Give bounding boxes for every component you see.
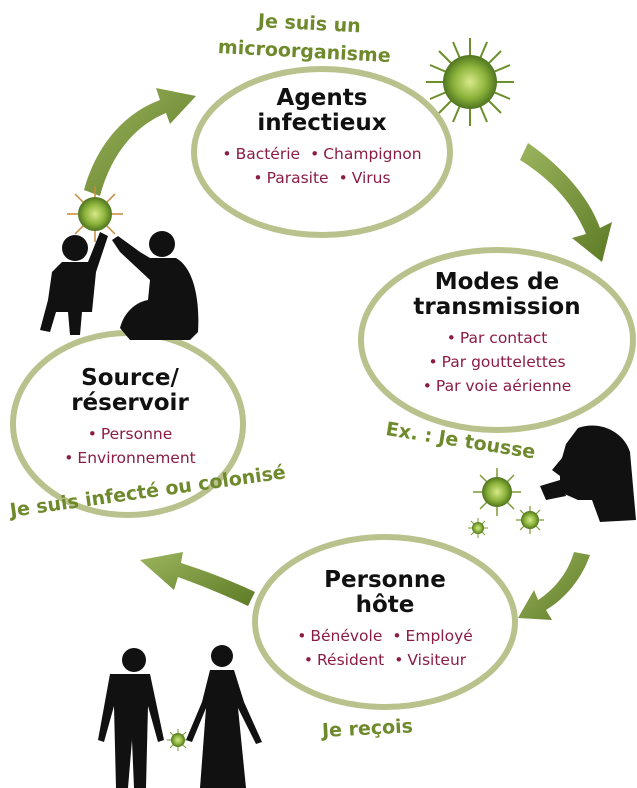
item-row: •Par contact (370, 326, 624, 350)
list-item: Par contact (459, 329, 548, 347)
bullet-icon: • (392, 627, 402, 645)
item-row: •Résident•Visiteur (262, 648, 508, 672)
silhouettes (40, 231, 636, 788)
item-row: •Parasite•Virus (200, 166, 444, 190)
list-item: Champignon (323, 145, 422, 163)
node-items: •Bénévole•Employé •Résident•Visiteur (262, 624, 508, 672)
title-line: infectieux (257, 110, 387, 136)
ellipse-agents (191, 66, 453, 238)
title-line: Personne (324, 567, 446, 593)
item-row: •Bénévole•Employé (262, 624, 508, 648)
bullet-icon: • (87, 425, 97, 443)
bullet-icon: • (428, 353, 438, 371)
list-item: Résident (316, 651, 385, 669)
title-line: Modes de (434, 269, 560, 295)
item-row: •Bactérie•Champignon (200, 142, 444, 166)
bullet-icon: • (310, 145, 320, 163)
bullet-icon: • (222, 145, 232, 163)
item-row: •Par gouttelettes (370, 350, 624, 374)
ellipse-host (252, 534, 518, 710)
node-agents-infectieux: Agents infectieux •Bactérie•Champignon •… (200, 86, 444, 190)
ellipse-modes (358, 247, 636, 433)
virus-icon (67, 186, 123, 242)
arrow-source-to-agents (84, 88, 196, 196)
bullet-icon: • (338, 169, 348, 187)
coughing-person-silhouette (540, 425, 636, 522)
bullet-icon: • (297, 627, 307, 645)
bullet-icon: • (303, 651, 313, 669)
item-row: •Personne (30, 422, 230, 446)
node-items: •Personne •Environnement (30, 422, 230, 470)
list-item: Bénévole (310, 627, 383, 645)
node-title: Agents infectieux (200, 86, 444, 136)
node-personne-hote: Personne hôte •Bénévole•Employé •Résiden… (262, 568, 508, 672)
virus-icon (426, 38, 514, 126)
node-title: Source/ réservoir (30, 366, 230, 416)
node-items: •Bactérie•Champignon •Parasite•Virus (200, 142, 444, 190)
node-source-reservoir: Source/ réservoir •Personne •Environneme… (30, 366, 230, 470)
node-title: Modes de transmission (370, 270, 624, 320)
bullet-icon: • (446, 329, 456, 347)
bullet-icon: • (422, 377, 432, 395)
node-ellipses (10, 66, 636, 710)
virus-particles (67, 38, 544, 751)
title-line: Source/ (81, 365, 179, 391)
bullet-icon: • (253, 169, 263, 187)
bullet-icon: • (394, 651, 404, 669)
item-row: •Par voie aérienne (370, 374, 624, 398)
arrow-host-to-source (140, 552, 255, 606)
title-line: transmission (413, 294, 581, 320)
node-modes-transmission: Modes de transmission •Par contact •Par … (370, 270, 624, 398)
arrow-modes-to-host (518, 552, 590, 620)
list-item: Personne (100, 425, 173, 443)
virus-icon (473, 468, 521, 516)
title-line: hôte (355, 592, 415, 618)
list-item: Virus (351, 169, 391, 187)
bullet-icon: • (64, 449, 74, 467)
couple-silhouette (98, 645, 262, 788)
child-adult-silhouette (40, 231, 199, 340)
title-line: Agents (276, 85, 368, 111)
list-item: Bactérie (235, 145, 301, 163)
cycle-arrows (84, 88, 612, 620)
node-items: •Par contact •Par gouttelettes •Par voie… (370, 326, 624, 398)
arrow-agents-to-modes (520, 143, 612, 262)
item-row: •Environnement (30, 446, 230, 470)
virus-icon (167, 729, 189, 751)
list-item: Environnement (77, 449, 196, 467)
node-title: Personne hôte (262, 568, 508, 618)
list-item: Visiteur (407, 651, 467, 669)
list-item: Employé (405, 627, 473, 645)
title-line: réservoir (71, 390, 189, 416)
virus-icon (468, 518, 488, 538)
list-item: Parasite (266, 169, 329, 187)
list-item: Par voie aérienne (435, 377, 572, 395)
list-item: Par gouttelettes (441, 353, 566, 371)
virus-icon (516, 506, 544, 534)
